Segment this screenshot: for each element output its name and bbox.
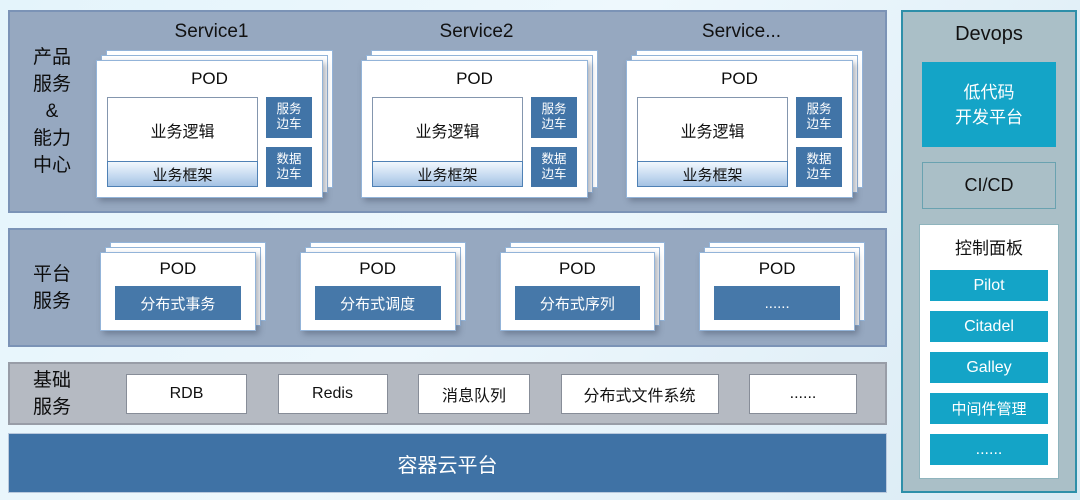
platform-pod-3: POD 分布式序列	[499, 242, 665, 331]
base-band-label: 基础 服务	[32, 369, 71, 418]
data-sidecar-box: 数据 边车	[796, 146, 842, 187]
platform-pod-2: POD 分布式调度	[299, 242, 466, 331]
pod-title: POD	[456, 69, 493, 88]
pod-stack: POD 分布式调度	[299, 242, 466, 331]
product-capability-band: 产品 服务 & 能力 中心 Service1 POD 业务逻辑 业务框架 服务 …	[8, 10, 887, 213]
platform-services-band: 平台 服务 POD 分布式事务 POD 分布式调度 POD	[8, 228, 887, 347]
service-title: Service1	[174, 21, 249, 42]
business-framework-bar: 业务框架	[637, 161, 788, 187]
pod-card: POD 业务逻辑 业务框架 服务 边车 数据 边车	[361, 60, 588, 198]
pod-card: POD 业务逻辑 业务框架 服务 边车 数据 边车	[626, 60, 853, 198]
more-control-items-box: ......	[930, 434, 1048, 465]
platform-band-label: 平台 服务	[32, 263, 71, 312]
sidecar-column: 服务 边车 数据 边车	[796, 97, 842, 187]
pod-card: POD 业务逻辑 业务框架 服务 边车 数据 边车	[96, 60, 323, 198]
business-framework-bar: 业务框架	[107, 161, 258, 187]
control-panel-box: 控制面板 Pilot Citadel Galley 中间件管理 ......	[919, 224, 1059, 479]
pod-stack: POD ......	[699, 242, 865, 331]
service-sidecar-box: 服务 边车	[266, 97, 312, 138]
product-band-label: 产品 服务 & 能力 中心	[32, 47, 71, 176]
more-base-services-box: ......	[749, 373, 857, 414]
container-cloud-platform-bar: 容器云平台	[8, 433, 887, 493]
cicd-box: CI/CD	[922, 162, 1056, 209]
pod-title: POD	[558, 259, 596, 278]
service-title: Service...	[701, 21, 782, 42]
business-framework-bar: 业务框架	[372, 161, 523, 187]
pod-title: POD	[359, 259, 397, 278]
more-services-box: ......	[714, 286, 840, 320]
pod-body: 业务逻辑 业务框架 服务 边车 数据 边车	[637, 97, 842, 187]
distributed-sequence-box: 分布式序列	[514, 286, 641, 320]
service-column-3: Service... POD 业务逻辑 业务框架 服务 边车 数据 边车	[626, 16, 863, 211]
pod-card: POD 分布式事务	[100, 252, 256, 331]
data-sidecar-box: 数据 边车	[531, 146, 577, 187]
business-logic-box: 业务逻辑	[372, 97, 523, 162]
control-panel-title: 控制面板	[955, 239, 1023, 258]
logic-column: 业务逻辑 业务框架	[107, 97, 258, 187]
pod-stack: POD 业务逻辑 业务框架 服务 边车 数据 边车	[626, 50, 863, 198]
pod-title: POD	[758, 259, 796, 278]
service-sidecar-box: 服务 边车	[531, 97, 577, 138]
pod-stack: POD 业务逻辑 业务框架 服务 边车 数据 边车	[361, 50, 598, 198]
platform-pod-4: POD ......	[699, 242, 865, 331]
pod-title: POD	[191, 69, 228, 88]
devops-title: Devops	[955, 23, 1023, 45]
pod-card: POD ......	[699, 252, 855, 331]
pod-stack: POD 业务逻辑 业务框架 服务 边车 数据 边车	[96, 50, 333, 198]
business-logic-box: 业务逻辑	[107, 97, 258, 162]
redis-box: Redis	[277, 373, 388, 414]
pod-title: POD	[159, 259, 197, 278]
service-column-2: Service2 POD 业务逻辑 业务框架 服务 边车 数据 边车	[361, 16, 598, 211]
service-column-1: Service1 POD 业务逻辑 业务框架 服务 边车 数据 边车	[96, 16, 333, 211]
data-sidecar-box: 数据 边车	[266, 146, 312, 187]
base-services-band: 基础 服务 RDB Redis 消息队列 分布式文件系统 ......	[8, 362, 887, 425]
distributed-filesystem-box: 分布式文件系统	[560, 373, 719, 414]
pod-body: 业务逻辑 业务框架 服务 边车 数据 边车	[107, 97, 312, 187]
sidecar-column: 服务 边车 数据 边车	[266, 97, 312, 187]
devops-panel: Devops 低代码 开发平台 CI/CD 控制面板 Pilot Citadel…	[901, 10, 1077, 493]
pod-card: POD 分布式序列	[499, 252, 656, 331]
pod-stack: POD 分布式序列	[499, 242, 665, 331]
galley-box: Galley	[930, 352, 1048, 383]
logic-column: 业务逻辑 业务框架	[637, 97, 788, 187]
service-title: Service2	[439, 21, 514, 42]
service-sidecar-box: 服务 边车	[796, 97, 842, 138]
distributed-transaction-box: 分布式事务	[115, 286, 241, 320]
low-code-platform-box: 低代码 开发平台	[922, 62, 1056, 148]
sidecar-column: 服务 边车 数据 边车	[531, 97, 577, 187]
pod-body: 业务逻辑 业务框架 服务 边车 数据 边车	[372, 97, 577, 187]
pilot-box: Pilot	[930, 270, 1048, 301]
message-queue-box: 消息队列	[418, 373, 530, 414]
platform-pod-1: POD 分布式事务	[100, 242, 266, 331]
platform-row: POD 分布式事务 POD 分布式调度 POD 分布式序列	[94, 230, 885, 345]
pod-card: POD 分布式调度	[299, 252, 456, 331]
distributed-scheduler-box: 分布式调度	[314, 286, 441, 320]
logic-column: 业务逻辑 业务框架	[372, 97, 523, 187]
pod-stack: POD 分布式事务	[100, 242, 266, 331]
rdb-box: RDB	[126, 373, 247, 414]
pod-title: POD	[721, 69, 758, 88]
services-row: Service1 POD 业务逻辑 业务框架 服务 边车 数据 边车	[94, 12, 885, 211]
middleware-management-box: 中间件管理	[930, 393, 1048, 424]
business-logic-box: 业务逻辑	[637, 97, 788, 162]
base-row: RDB Redis 消息队列 分布式文件系统 ......	[94, 373, 885, 414]
citadel-box: Citadel	[930, 311, 1048, 342]
